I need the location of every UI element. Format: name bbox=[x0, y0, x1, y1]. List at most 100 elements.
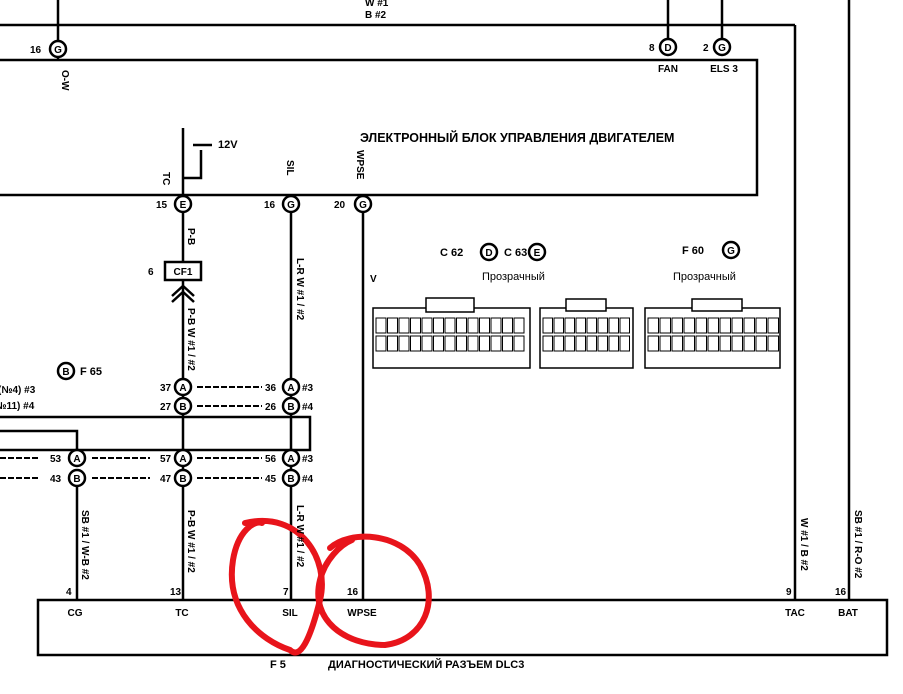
connector-pin-cell bbox=[479, 317, 490, 334]
connector-pin-cell bbox=[444, 317, 456, 334]
pin-num: 15 bbox=[156, 200, 168, 211]
connector-pin-cell bbox=[731, 317, 743, 334]
top-note-2: B #2 bbox=[365, 10, 387, 21]
wire-color: SB #1 / R-O #2 bbox=[852, 510, 863, 579]
connector-ref: F 65 bbox=[80, 366, 102, 378]
connector-pin-cell bbox=[398, 317, 410, 334]
connector-color: Прозрачный bbox=[673, 271, 736, 283]
junction-lletter: B bbox=[179, 474, 186, 485]
wire-color: P-B W #1 / #2 bbox=[185, 308, 196, 371]
junction-right: 26 bbox=[265, 402, 277, 413]
connector-pin-cell bbox=[707, 317, 719, 334]
connector-pin-cell bbox=[586, 317, 597, 334]
dlc3-pin-num: 4 bbox=[66, 587, 72, 598]
wire-color: O-W bbox=[59, 70, 70, 91]
dlc3-pin-num: 16 bbox=[347, 587, 359, 598]
pin-letter: G bbox=[727, 246, 735, 257]
connector-pin-cell bbox=[502, 335, 513, 352]
connector-pin-cell bbox=[375, 317, 387, 334]
connector-pin-cell bbox=[410, 335, 421, 352]
connector-pin-cell bbox=[564, 317, 575, 334]
connector-circles bbox=[48, 37, 741, 488]
connector-pin-cell bbox=[719, 317, 731, 334]
connector-pin-cell bbox=[479, 335, 490, 352]
connector-pin-cell bbox=[513, 317, 525, 334]
connector-pin-cell bbox=[586, 335, 597, 352]
connector-pin-cell bbox=[433, 335, 444, 352]
ecu-pin-label-els3: ELS 3 bbox=[710, 64, 738, 75]
wire-mark: V bbox=[370, 274, 377, 285]
junction-a: 53 bbox=[50, 454, 62, 465]
connector-pin-cell bbox=[513, 335, 525, 352]
connector-pin-cell bbox=[398, 335, 410, 352]
connector-pin-cell bbox=[755, 335, 767, 352]
pin-letter: G bbox=[359, 200, 367, 211]
connector-pin-cell bbox=[647, 317, 659, 334]
pin-num: 2 bbox=[703, 43, 709, 54]
connector-pin-grid bbox=[375, 317, 779, 352]
connector-pin-cell bbox=[575, 335, 586, 352]
connector-pin-cell bbox=[731, 335, 743, 352]
connector-pin-cell bbox=[597, 317, 608, 334]
wire-color: L-R W #1 / #2 bbox=[294, 505, 305, 568]
connector-pin-cell bbox=[671, 335, 683, 352]
junction-note: (№11) #4 bbox=[0, 401, 35, 412]
connector-pin-cell bbox=[387, 317, 398, 334]
dlc3-pin-label: CG bbox=[68, 608, 83, 619]
junction-rletter: A bbox=[287, 383, 294, 394]
connector-pin-cell bbox=[743, 335, 755, 352]
connector-pin-cell bbox=[767, 317, 779, 334]
connector-pin-cell bbox=[553, 335, 564, 352]
pin-letter: E bbox=[534, 248, 541, 259]
connector-pin-cell bbox=[671, 317, 683, 334]
connector-pin-cell bbox=[433, 317, 444, 334]
connector-pin-cell bbox=[542, 335, 553, 352]
connector-pin-cell bbox=[767, 335, 779, 352]
red-circle-annotations bbox=[228, 518, 432, 656]
ground-chevrons-icon bbox=[171, 284, 195, 303]
connector-pin-cell bbox=[755, 317, 767, 334]
connector-pin-cell bbox=[619, 317, 630, 334]
wire-color: L-R W #1 / #2 bbox=[294, 258, 305, 321]
pin-num: 8 bbox=[649, 43, 655, 54]
connector-ref: C 63 bbox=[504, 247, 527, 259]
ecu-pin-label-fan: FAN bbox=[658, 64, 678, 75]
junction-note: (№4) #3 bbox=[0, 385, 36, 396]
junction-left: 27 bbox=[160, 402, 172, 413]
connector-pin-cell bbox=[421, 335, 433, 352]
junction-aletter: A bbox=[73, 454, 80, 465]
connector-pin-cell bbox=[608, 317, 619, 334]
junction-left: 57 bbox=[160, 454, 172, 465]
connector-pin-cell bbox=[456, 317, 467, 334]
junction-dashes bbox=[0, 386, 262, 479]
dlc3-pin-label: SIL bbox=[282, 608, 298, 619]
connector-pin-cell bbox=[421, 317, 433, 334]
dlc3-box bbox=[36, 598, 889, 657]
dlc3-pin-num: 13 bbox=[170, 587, 182, 598]
cf1-splice bbox=[163, 260, 203, 282]
connector-pin-cell bbox=[647, 335, 659, 352]
pin-letter: D bbox=[485, 248, 492, 259]
junction-rletter: A bbox=[287, 454, 294, 465]
dlc3-caption: ДИАГНОСТИЧЕСКИЙ РАЗЪЕМ DLC3 bbox=[328, 658, 524, 671]
voltage-label: 12V bbox=[218, 139, 238, 151]
pin-letter: D bbox=[664, 43, 671, 54]
connector-pin-cell bbox=[743, 317, 755, 334]
connector-pin-cell bbox=[659, 317, 671, 334]
connector-pin-cell bbox=[683, 317, 695, 334]
connector-pin-cell bbox=[553, 317, 564, 334]
connector-pin-cell bbox=[695, 335, 707, 352]
junction-note: #4 bbox=[302, 474, 314, 485]
connector-pin-cell bbox=[410, 317, 421, 334]
dlc3-pin-num: 7 bbox=[283, 587, 289, 598]
wire-color: W #1 / B #2 bbox=[798, 518, 809, 571]
connector-color: Прозрачный bbox=[482, 271, 545, 283]
connector-pin-cell bbox=[375, 335, 387, 352]
wire-color: SB #1 / W-B #2 bbox=[79, 510, 90, 580]
connector-pin-cell bbox=[719, 335, 731, 352]
junction-right: 45 bbox=[265, 474, 277, 485]
connector-pin-cell bbox=[707, 335, 719, 352]
pin-letter: G bbox=[718, 43, 726, 54]
pin-letter: G bbox=[54, 45, 62, 56]
